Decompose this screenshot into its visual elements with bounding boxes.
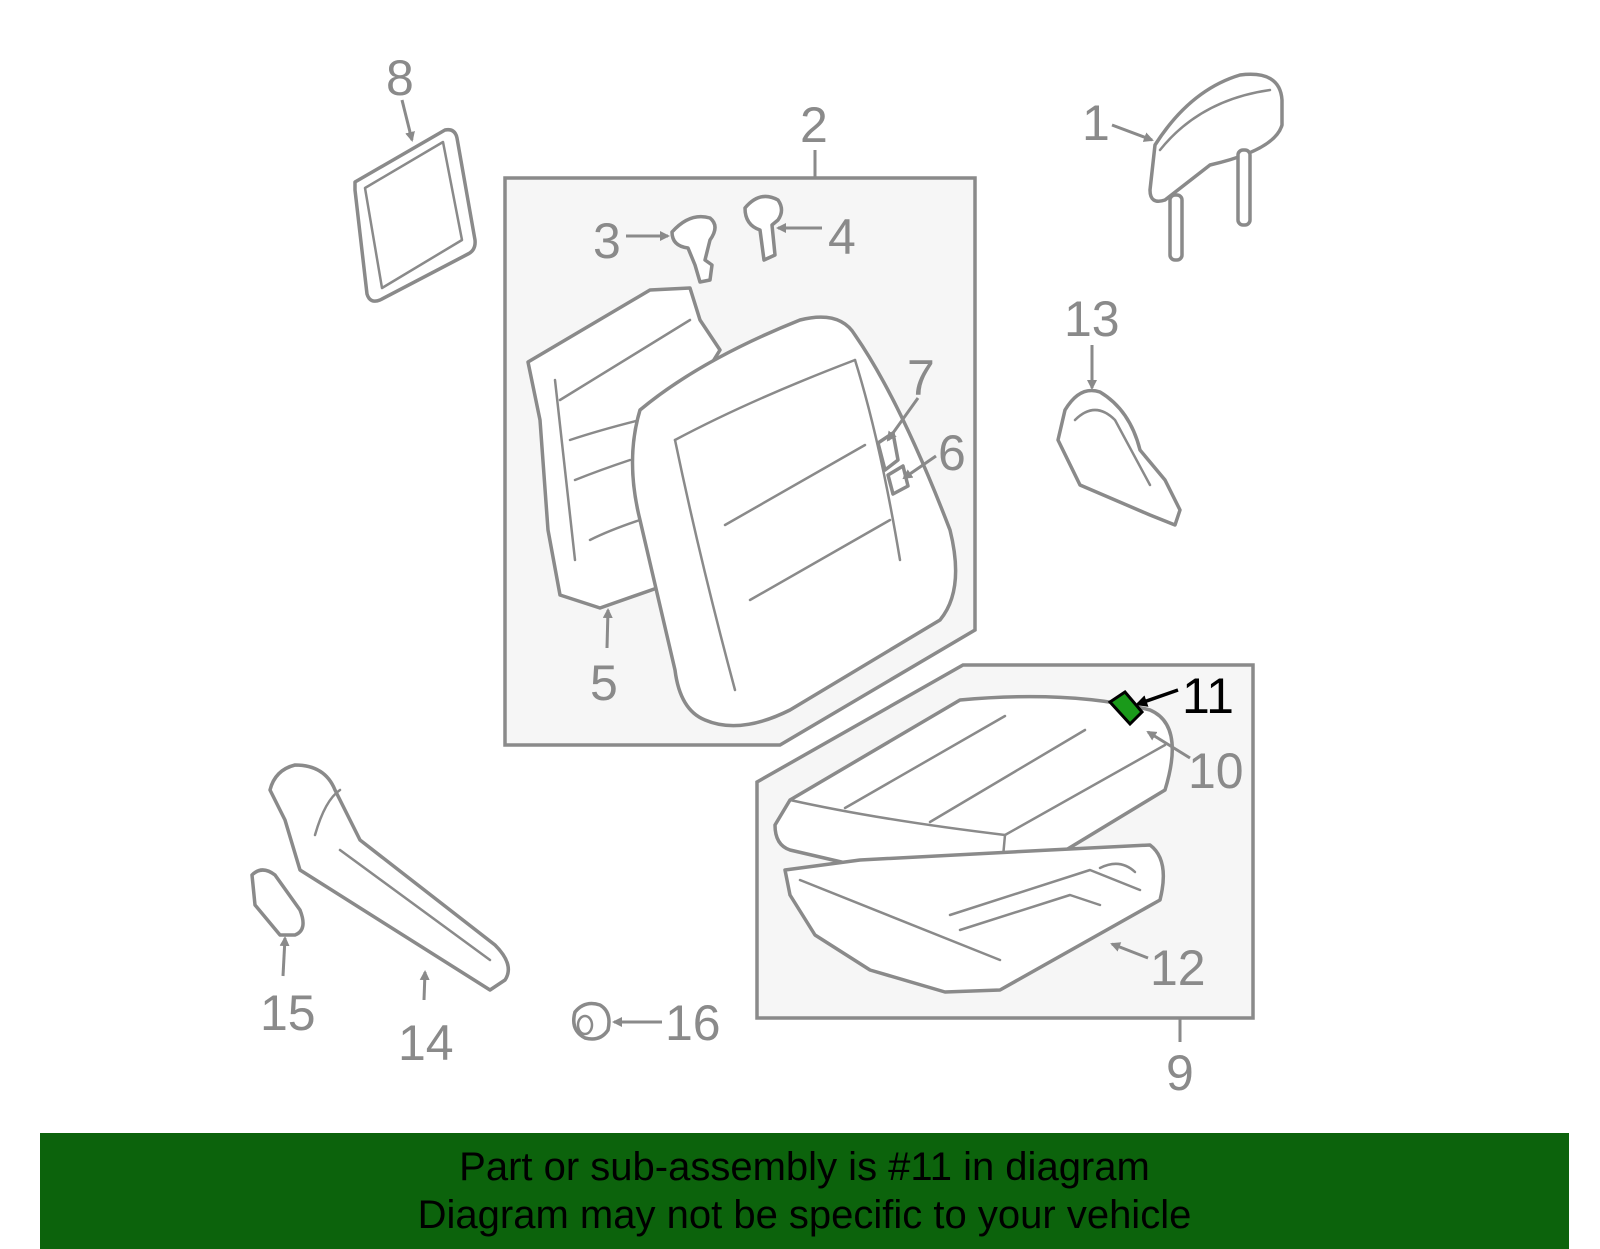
callout-9: 9	[1166, 1045, 1194, 1101]
small-cover-part-15[interactable]	[250, 868, 305, 977]
callout-1: 1	[1082, 95, 1110, 151]
seat-back-cushion	[630, 315, 958, 728]
highlighted-part-11[interactable]	[1107, 688, 1179, 727]
callout-15: 15	[260, 985, 316, 1041]
clip-part-7[interactable]	[876, 397, 920, 472]
callout-16: 16	[665, 995, 721, 1051]
seat-back-frame-part-5[interactable]	[526, 286, 722, 649]
callout-4: 4	[828, 209, 856, 265]
callout-12: 12	[1150, 940, 1206, 996]
part-11-highlight[interactable]	[1107, 690, 1145, 727]
callout-10: 10	[1188, 743, 1244, 799]
side-cover-part-14[interactable]	[268, 763, 511, 1001]
guide-part-4[interactable]	[743, 194, 822, 262]
clip-part-6[interactable]	[886, 454, 937, 496]
seat-cushion-part-10[interactable]	[773, 694, 1191, 895]
callout-3: 3	[593, 213, 621, 269]
callout-6: 6	[938, 425, 966, 481]
callout-14: 14	[398, 1015, 454, 1071]
callout-8: 8	[386, 50, 414, 106]
headrest-part-1[interactable]	[1111, 72, 1284, 262]
callout-13: 13	[1064, 291, 1120, 347]
banner-part-line: Part or sub-assembly is #11 in diagram	[459, 1145, 1150, 1189]
callout-7: 7	[907, 350, 935, 406]
cushion-frame-part-12[interactable]	[783, 843, 1166, 994]
callout-11: 11	[1182, 668, 1234, 724]
info-banner: Part or sub-assembly is #11 in diagram D…	[40, 1133, 1569, 1249]
callout-5: 5	[590, 655, 618, 711]
callout-2: 2	[800, 97, 828, 153]
back-panel-part-8[interactable]	[353, 99, 477, 303]
knob-part-3[interactable]	[626, 214, 717, 284]
side-trim-part-13[interactable]	[1056, 345, 1182, 527]
banner-disclaimer-line: Diagram may not be specific to your vehi…	[417, 1193, 1192, 1237]
nut-part-16[interactable]	[572, 1001, 662, 1041]
